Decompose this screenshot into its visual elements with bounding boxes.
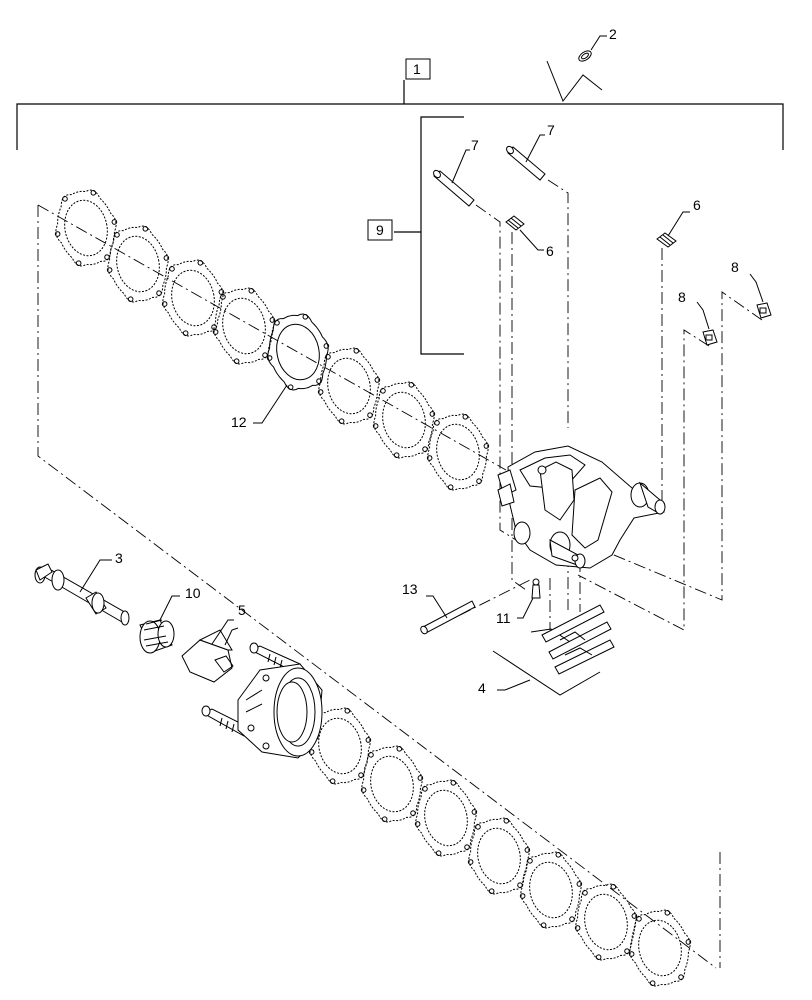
bushing-part-10: 10: [139, 585, 201, 654]
upper-gasket-stack: [54, 189, 490, 491]
caliper-body: [497, 445, 666, 569]
lower-gasket-1: [308, 707, 372, 785]
center-lines: [37, 179, 763, 969]
callout-10: 10: [185, 585, 201, 601]
callout-12: 12: [231, 414, 247, 430]
upper-gasket-8: [426, 413, 490, 491]
assembly-bracket-1: 1: [16, 58, 784, 150]
callout-6a: 6: [546, 243, 554, 259]
callout-11: 11: [496, 610, 511, 626]
upper-gasket-7: [372, 381, 436, 459]
callout-box-1: [405, 58, 431, 80]
lower-gasket-3: [414, 779, 478, 857]
callout-7a: 7: [471, 137, 479, 153]
pad-spring-set-part-4: 4: [478, 604, 615, 696]
callout-4: 4: [478, 680, 486, 696]
clip-part-8b: 8: [731, 259, 772, 319]
o-ring-part-2: 2: [546, 26, 617, 103]
callout-6b: 6: [693, 197, 701, 213]
spring-part-6b: 6: [656, 197, 701, 248]
callout-2: 2: [609, 26, 617, 42]
shaft-part-3: 3: [34, 550, 130, 626]
lower-gasket-6: [574, 883, 638, 961]
spring-part-6a: 6: [505, 215, 554, 259]
pin-part-7a: 7: [433, 137, 479, 207]
upper-gasket-5: [266, 313, 330, 391]
lower-gasket-2: [360, 745, 424, 823]
grease-fitting-part-11: 11: [496, 578, 541, 626]
lower-gasket-4: [467, 817, 531, 895]
upper-gasket-2: [106, 225, 170, 303]
lower-gasket-7: [628, 909, 692, 987]
upper-gasket-3: [161, 259, 225, 337]
callout-1: 1: [413, 61, 421, 77]
lower-gasket-5: [519, 851, 583, 929]
upper-gasket-6: [317, 347, 381, 425]
lower-gasket-stack: [308, 707, 692, 987]
kit-bracket-9: 9: [367, 116, 464, 355]
pin-part-13: 13: [402, 581, 476, 635]
callout-8a: 8: [678, 289, 686, 305]
callout-3: 3: [115, 550, 123, 566]
callout-7b: 7: [547, 122, 555, 138]
callout-8b: 8: [731, 259, 739, 275]
callout-13: 13: [402, 581, 418, 597]
gasket-callout-12: 12: [231, 384, 288, 430]
clip-part-8a: 8: [678, 289, 718, 346]
housing-flange: [237, 663, 323, 759]
pin-part-7b: 7: [506, 122, 555, 181]
upper-gasket-1: [54, 189, 118, 267]
sensor-part-5: 5: [181, 602, 246, 683]
callout-box-9: [367, 219, 393, 241]
callout-5: 5: [238, 602, 246, 618]
callout-9: 9: [376, 222, 384, 238]
upper-gasket-4: [212, 287, 276, 365]
